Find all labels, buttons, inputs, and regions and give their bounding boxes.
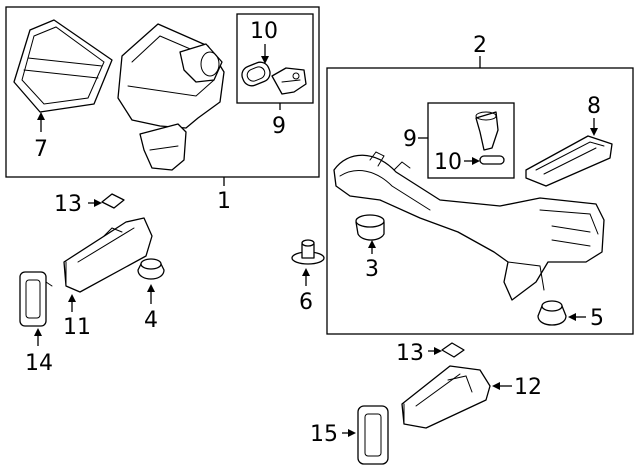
- hose-connector-top: [271, 67, 307, 95]
- seal-ring-top: [241, 61, 271, 87]
- arrowhead-13-left: [94, 199, 102, 207]
- arrowhead-4: [147, 284, 155, 292]
- push-pin-fastener: [291, 239, 325, 265]
- insulator-pad-right: [441, 342, 465, 358]
- subgroup-9-box-right: [427, 102, 515, 179]
- callout-15: 15: [310, 422, 338, 447]
- subgroup-9-box-top: [236, 13, 314, 104]
- arrowhead-5: [568, 313, 576, 321]
- arrowhead-8: [590, 128, 598, 136]
- callout-13-left: 13: [54, 192, 82, 217]
- hose-connector-right: [475, 111, 499, 151]
- callout-3: 3: [365, 257, 379, 282]
- mount-grommet-4: [137, 258, 165, 280]
- air-cleaner-housing: [117, 23, 225, 171]
- air-duct-left: [63, 217, 153, 293]
- arrowhead-11: [68, 294, 76, 302]
- arrowhead-7: [37, 112, 45, 120]
- callout-1: 1: [217, 189, 231, 214]
- callout-9-top: 9: [272, 114, 286, 139]
- callout-4: 4: [144, 308, 158, 333]
- arrowhead-12: [492, 382, 500, 390]
- callout-14: 14: [25, 351, 53, 376]
- arrowhead-10-top: [261, 56, 269, 64]
- assembly-1-box: [5, 6, 320, 178]
- seal-ring-right: [479, 155, 505, 165]
- callout-12: 12: [514, 375, 542, 400]
- callout-7: 7: [34, 137, 48, 162]
- callout-13-right: 13: [396, 341, 424, 366]
- mount-grommet-3: [355, 214, 385, 241]
- arrowhead-10-right: [472, 157, 480, 165]
- callout-5: 5: [590, 306, 604, 331]
- callout-9-right: 9: [403, 127, 417, 152]
- mount-grommet-5: [537, 300, 567, 326]
- arrowhead-15: [348, 429, 356, 437]
- insulator-pad-left: [101, 193, 125, 209]
- arrowhead-6: [302, 268, 310, 276]
- callout-8: 8: [587, 94, 601, 119]
- callout-6: 6: [299, 290, 313, 315]
- arrowhead-14: [34, 328, 42, 336]
- callout-11: 11: [63, 315, 91, 340]
- duct-seal-15: [357, 405, 389, 465]
- arrowhead-13-right: [434, 347, 442, 355]
- air-filter-element-right: [525, 135, 613, 187]
- callout-10-top: 10: [250, 19, 278, 44]
- callout-10-right: 10: [434, 150, 462, 175]
- air-duct-right: [401, 365, 491, 429]
- intake-duct-assembly: [333, 151, 605, 301]
- duct-seal-14: [19, 271, 53, 327]
- air-filter-element: [13, 19, 113, 113]
- arrowhead-3: [368, 240, 376, 248]
- callout-2: 2: [473, 33, 487, 58]
